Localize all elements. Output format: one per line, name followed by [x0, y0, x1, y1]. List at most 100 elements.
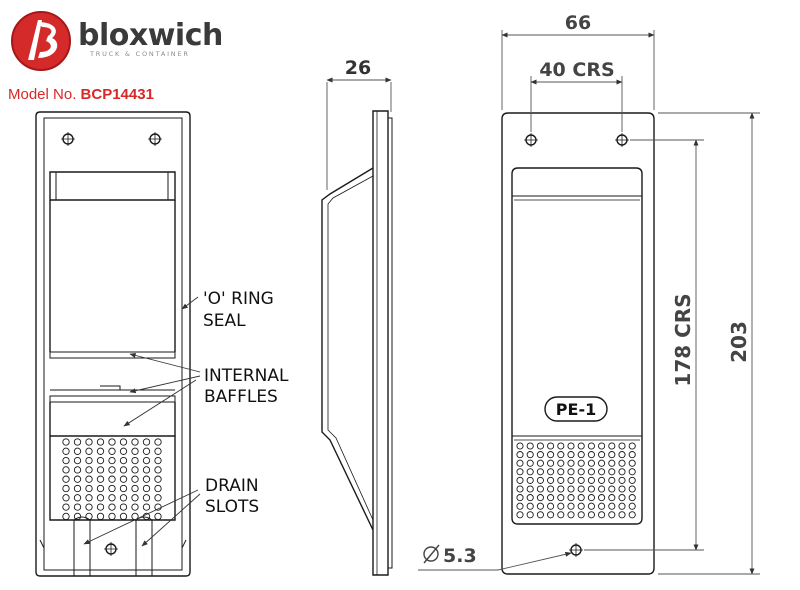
drain-hole — [96, 447, 105, 455]
drain-hole — [628, 511, 636, 519]
drain-hole — [618, 451, 626, 459]
drain-hole — [618, 494, 626, 502]
drain-hole — [577, 468, 585, 476]
drain-hole — [142, 484, 151, 493]
drain-hole — [587, 442, 595, 450]
drain-hole — [587, 468, 595, 476]
drain-slot-left — [73, 520, 91, 576]
drain-hole — [516, 494, 524, 502]
brand-tagline: TRUCK & CONTAINER — [90, 50, 190, 58]
drain-hole — [567, 511, 575, 519]
drain-hole — [618, 502, 626, 510]
drain-hole — [516, 459, 524, 467]
drain-hole — [154, 466, 162, 474]
drain-hole — [536, 494, 544, 502]
bloxwich-logo-icon — [11, 11, 71, 71]
drain-hole — [608, 468, 616, 476]
drain-hole — [608, 476, 616, 484]
drain-hole — [131, 494, 139, 502]
drain-hole — [131, 438, 139, 446]
drain-hole — [577, 459, 585, 467]
drain-hole — [119, 438, 128, 446]
drain-hole — [618, 468, 626, 476]
drain-hole — [608, 442, 616, 450]
drain-hole — [557, 442, 565, 450]
drain-hole — [557, 459, 565, 467]
drain-hole — [131, 447, 139, 455]
label-baffles-line1: INTERNAL — [204, 366, 289, 386]
drain-hole — [73, 512, 82, 521]
drain-hole — [587, 511, 595, 519]
brand-name: bloxwich — [78, 18, 223, 53]
drain-hole — [618, 442, 626, 450]
drain-hole — [577, 502, 585, 510]
drain-hole — [119, 466, 128, 474]
drain-hole — [154, 456, 162, 465]
drain-hole — [567, 502, 575, 510]
drain-hole — [536, 476, 544, 484]
drain-hole — [608, 502, 616, 510]
drain-hole — [587, 476, 595, 484]
label-oring-line2: SEAL — [203, 311, 246, 331]
front-cover — [511, 167, 643, 525]
drain-hole — [618, 459, 626, 467]
drain-hole — [108, 512, 116, 521]
drain-hole — [62, 447, 70, 455]
drain-hole — [131, 475, 139, 483]
drain-hole — [62, 466, 70, 474]
dim-hole-spacing-width: 40 CRS — [539, 59, 614, 81]
drain-hole — [628, 476, 636, 484]
drain-hole — [62, 475, 70, 483]
drain-hole — [587, 459, 595, 467]
drain-hole — [85, 456, 93, 465]
drain-hole — [587, 485, 595, 493]
drain-hole — [567, 485, 575, 493]
side-flange — [372, 110, 389, 576]
drain-hole — [587, 494, 595, 502]
drain-hole — [536, 511, 544, 519]
drain-hole — [119, 447, 128, 455]
drain-hole — [108, 503, 116, 511]
baffle-upper — [49, 351, 176, 359]
drain-hole — [73, 466, 82, 474]
drain-hole — [598, 502, 606, 510]
drain-hole — [618, 511, 626, 519]
drain-hole — [85, 484, 93, 493]
drain-hole — [73, 494, 82, 502]
drain-hole — [131, 456, 139, 465]
drain-hole — [536, 468, 544, 476]
front-dimensions — [418, 30, 760, 575]
drain-hole — [119, 456, 128, 465]
drain-hole — [526, 511, 534, 519]
drain-hole — [577, 476, 585, 484]
drain-hole — [85, 512, 93, 521]
drain-hole — [96, 466, 105, 474]
label-drain-line1: DRAIN — [205, 476, 259, 496]
drain-hole — [598, 459, 606, 467]
drain-hole — [598, 494, 606, 502]
drain-hole — [608, 494, 616, 502]
drain-hole — [85, 466, 93, 474]
drain-hole — [73, 503, 82, 511]
drain-hole — [516, 511, 524, 519]
drain-hole — [119, 484, 128, 493]
drain-hole — [526, 485, 534, 493]
drain-hole — [108, 466, 116, 474]
drain-hole — [547, 476, 555, 484]
front-drain-grid — [516, 442, 636, 519]
drain-hole — [536, 485, 544, 493]
drain-hole — [628, 485, 636, 493]
drain-hole — [96, 494, 105, 502]
drain-hole — [119, 475, 128, 483]
drain-hole — [108, 494, 116, 502]
label-baffles-line2: BAFFLES — [204, 387, 278, 407]
drain-hole — [131, 484, 139, 493]
label-drain-line2: SLOTS — [205, 497, 259, 517]
dim-overall-width: 66 — [565, 12, 591, 34]
drain-hole — [62, 494, 70, 502]
drain-slot-right — [135, 520, 153, 576]
drain-hole — [73, 456, 82, 465]
drain-hole — [516, 451, 524, 459]
drain-hole — [96, 438, 105, 446]
